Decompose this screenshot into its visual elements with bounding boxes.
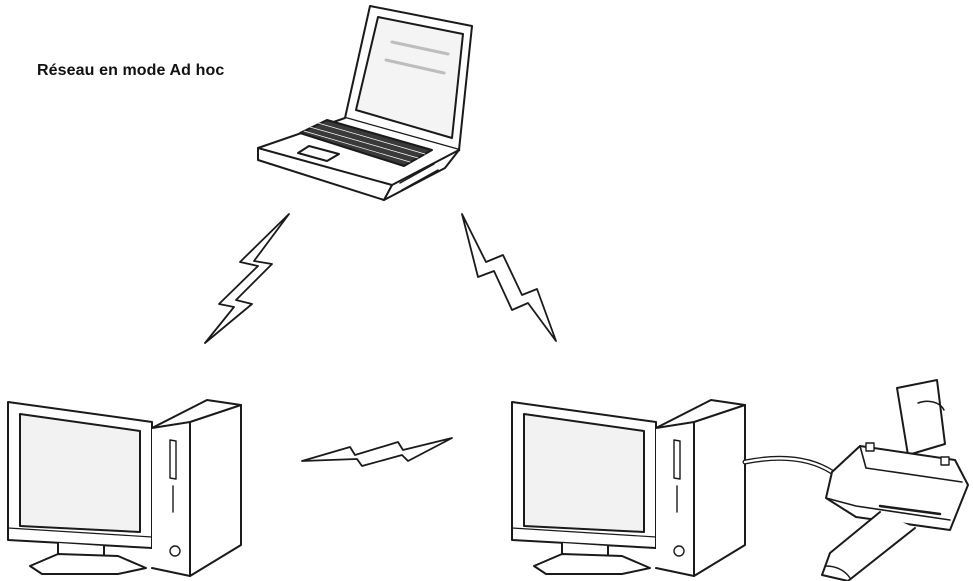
desktop-computer-icon-right (511, 399, 746, 577)
printer-icon (821, 379, 969, 581)
lightning-bolt-icon-right (461, 213, 557, 342)
desktop-computer-icon-left (7, 399, 242, 577)
laptop-icon (257, 5, 473, 201)
diagram-title: Réseau en mode Ad hoc (37, 62, 225, 79)
lightning-bolt-icon-left (204, 213, 290, 344)
lightning-bolt-icon-bottom (301, 437, 453, 467)
